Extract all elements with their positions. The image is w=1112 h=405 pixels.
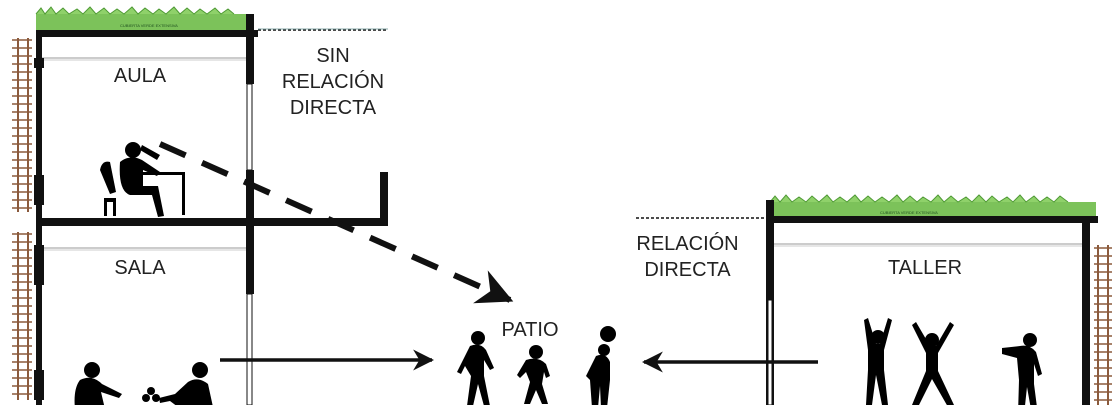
label-sin-line2: RELACIÓN	[281, 71, 385, 93]
left-building: CUBIERTA VERDE EXTENSIVA	[12, 6, 388, 405]
dashed-arrow-aula-to-patio	[158, 141, 514, 304]
right-roof-label: CUBIERTA VERDE EXTENSIVA	[880, 210, 938, 215]
label-sin-line3: DIRECTA	[289, 97, 377, 119]
label-taller: TALLER	[887, 257, 963, 279]
taller-adults-figures	[864, 318, 1042, 405]
label-sin-relacion-directa: SIN RELACIÓN DIRECTA	[268, 44, 398, 120]
right-building: CUBIERTA VERDE EXTENSIVA	[636, 194, 1112, 405]
left-facade-slats	[17, 38, 29, 400]
label-rel-line1: RELACIÓN	[636, 233, 739, 255]
label-aula: AULA	[113, 65, 167, 87]
label-rel-line2: DIRECTA	[644, 259, 731, 281]
label-sin-line1: SIN	[316, 45, 350, 67]
left-green-roof	[36, 14, 248, 30]
left-roof-label: CUBIERTA VERDE EXTENSIVA	[120, 23, 178, 28]
label-patio: PATIO	[501, 319, 559, 341]
label-relacion-directa: RELACIÓN DIRECTA	[620, 232, 755, 282]
right-green-roof	[768, 202, 1096, 216]
children-playing-figures	[74, 362, 213, 405]
teacher-desk-figure	[100, 142, 185, 217]
label-sala: SALA	[114, 257, 166, 279]
patio-children-figures	[457, 326, 616, 405]
